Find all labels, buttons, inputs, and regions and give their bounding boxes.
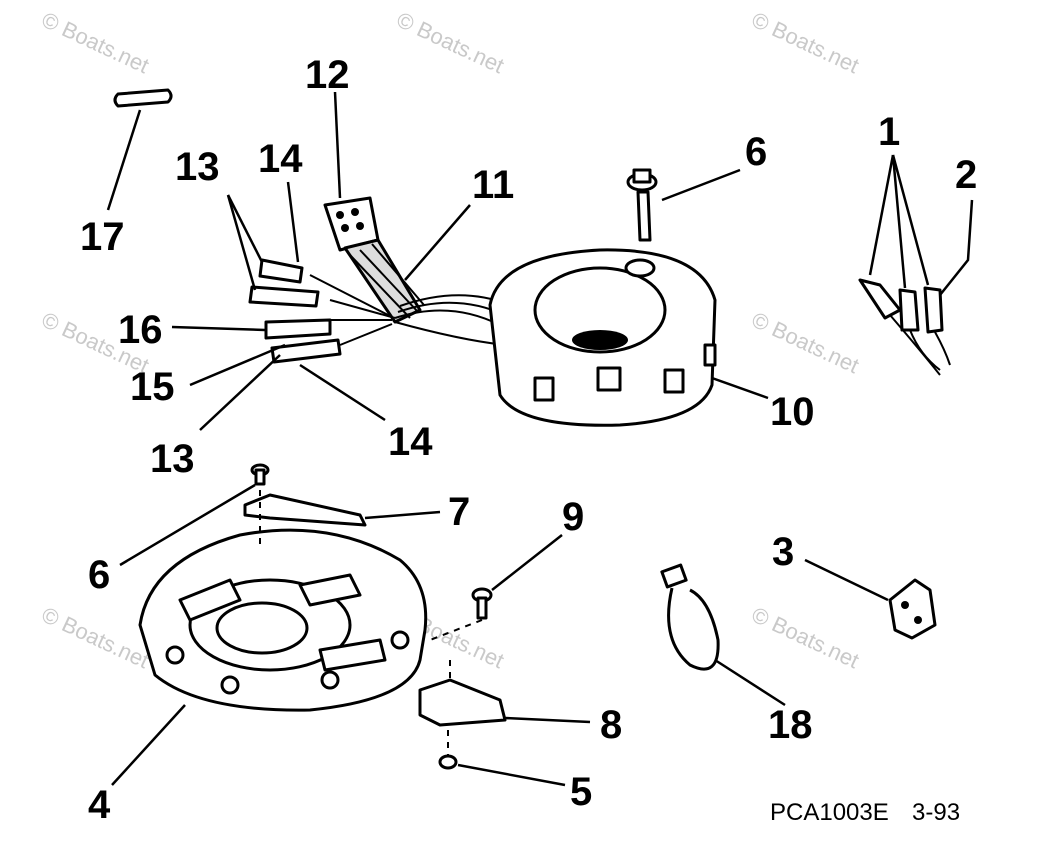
callout-18: 18	[768, 703, 813, 747]
footer: PCA1003E 3-93	[770, 799, 960, 826]
watermark: © Boats.net	[748, 307, 863, 378]
callout-8: 8	[600, 703, 622, 747]
callout-7: 7	[448, 490, 470, 534]
callout-14-top: 14	[258, 137, 303, 181]
callout-6-lower: 6	[88, 553, 110, 597]
callout-labels: 1 2 3 4 5 6 6 7 8 9 10 11 12 13 13 14 14…	[80, 53, 977, 827]
screw-part-9	[429, 534, 563, 641]
watermark: © Boats.net	[38, 602, 153, 673]
callout-6-top: 6	[745, 130, 767, 174]
watermark: © Boats.net	[748, 602, 863, 673]
callout-11: 11	[472, 163, 514, 207]
clip-part	[804, 558, 937, 640]
screw-part-5	[438, 730, 566, 787]
callout-2: 2	[955, 153, 977, 197]
base-plate-part	[111, 528, 428, 786]
connector-part	[323, 91, 380, 252]
watermark: © Boats.net	[38, 7, 153, 78]
pin-part	[106, 88, 173, 211]
bracket-part	[243, 493, 441, 527]
wire-harness-part	[309, 204, 511, 346]
callout-15: 15	[130, 365, 175, 409]
callout-16: 16	[118, 308, 163, 352]
callout-14-lower: 14	[388, 420, 433, 464]
callout-13-top: 13	[175, 145, 220, 189]
stator-part	[488, 248, 769, 427]
callout-5: 5	[570, 770, 592, 814]
watermark: © Boats.net	[748, 7, 863, 78]
wire-terminals-part	[171, 181, 386, 431]
figure-code: PCA1003E	[770, 799, 889, 826]
callout-3: 3	[772, 530, 794, 574]
watermark: © Boats.net	[393, 7, 508, 78]
callout-10: 10	[770, 390, 815, 434]
callout-9: 9	[562, 495, 584, 539]
leads-part	[858, 154, 974, 376]
screw-part-lower	[119, 463, 270, 567]
screw-part-top	[626, 168, 741, 242]
callout-1: 1	[878, 110, 900, 154]
plate-part	[418, 660, 591, 727]
callout-4: 4	[88, 783, 111, 827]
callout-12: 12	[305, 53, 350, 97]
callout-13-lower: 13	[150, 437, 195, 481]
figure-date: 3-93	[912, 799, 960, 826]
strap-part	[660, 563, 786, 707]
callout-17: 17	[80, 215, 125, 259]
